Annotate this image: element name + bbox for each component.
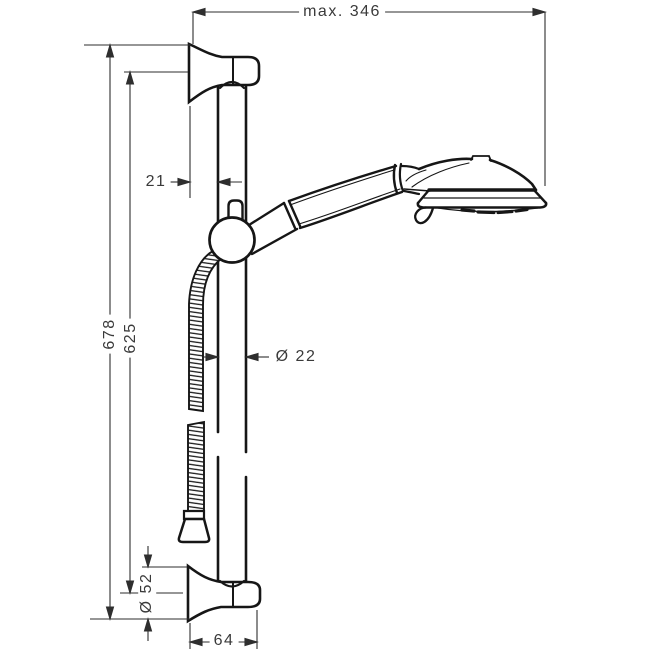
slider-holder bbox=[208, 216, 256, 264]
arrowhead-left bbox=[188, 637, 203, 647]
arrowhead-left bbox=[177, 177, 192, 187]
head-bottom-rim bbox=[416, 201, 548, 209]
head-faceplate-left-side bbox=[416, 188, 431, 205]
head-left-wedge bbox=[403, 188, 431, 192]
dim-label-bar-diameter: Ø 22 bbox=[271, 348, 321, 366]
grip-end-ring-line1 bbox=[392, 163, 399, 195]
arrowhead-top bbox=[105, 43, 115, 58]
wall-bracket-bottom bbox=[186, 563, 262, 624]
dim-label-escutcheon-diameter: Ø 52 bbox=[138, 568, 156, 618]
cone-band-line1 bbox=[282, 201, 297, 230]
arrowhead-right bbox=[244, 637, 259, 647]
grip-bottom-edge bbox=[298, 190, 404, 230]
dimension-lines bbox=[84, 7, 547, 649]
bracket-top-body bbox=[187, 41, 261, 105]
dim-label-overall-height: 678 bbox=[101, 314, 119, 354]
head-hanging-hook bbox=[414, 206, 435, 225]
hose-lower-segment bbox=[187, 420, 205, 512]
hand-shower-head bbox=[400, 155, 548, 225]
head-faceplate-right-side bbox=[532, 188, 548, 205]
arrowhead-bottom bbox=[105, 606, 115, 621]
product-drawing bbox=[177, 41, 548, 624]
cone-top-edge bbox=[247, 201, 286, 227]
grip-top-edge bbox=[287, 164, 398, 203]
arrowhead-left bbox=[205, 352, 220, 362]
grip-end-ring-line2 bbox=[398, 162, 405, 193]
cone-bottom-edge bbox=[250, 227, 299, 256]
handle-grip bbox=[287, 162, 405, 230]
dim-escutcheon-diameter bbox=[142, 546, 187, 641]
head-reflection-line bbox=[411, 162, 470, 188]
arrowhead-top bbox=[143, 554, 153, 569]
grip-top-inner-line bbox=[289, 169, 395, 206]
arrowhead-left bbox=[191, 7, 206, 17]
arrowhead-right bbox=[216, 177, 231, 187]
arrowhead-top bbox=[125, 70, 135, 85]
head-neck-bottom bbox=[402, 189, 421, 196]
wall-bracket-top bbox=[187, 41, 261, 105]
arrowhead-right bbox=[532, 7, 547, 17]
head-spray-nozzles bbox=[460, 207, 529, 215]
head-dome-outline-right bbox=[488, 158, 538, 192]
head-dome-outline-left bbox=[417, 157, 474, 171]
arrowhead-bottom bbox=[125, 580, 135, 595]
dim-label-top-width: max. 346 bbox=[299, 3, 385, 21]
dim-bar-diameter bbox=[204, 352, 269, 362]
hose-end-cone bbox=[177, 517, 211, 544]
hose-upper-segment bbox=[188, 249, 224, 413]
slide-bar bbox=[216, 77, 248, 594]
head-reflection-line-small bbox=[405, 169, 427, 182]
arrowhead-bottom bbox=[143, 617, 153, 632]
bracket-bottom-body bbox=[186, 563, 262, 624]
handle-cone bbox=[247, 199, 302, 256]
bracket-top-bar-saddle bbox=[218, 80, 246, 90]
bracket-bottom-bar-saddle bbox=[218, 579, 246, 588]
shower-hose bbox=[177, 249, 224, 544]
arrowhead-right bbox=[244, 352, 259, 362]
head-dome-tab bbox=[470, 155, 492, 162]
head-neck-top bbox=[400, 164, 421, 171]
dim-label-wall-offset: 21 bbox=[141, 173, 171, 191]
dim-label-bracket-width: 64 bbox=[209, 632, 239, 650]
dim-wall-offset bbox=[170, 106, 242, 198]
grip-bottom-inner-line bbox=[298, 188, 401, 225]
dim-label-bar-length: 625 bbox=[122, 318, 140, 358]
